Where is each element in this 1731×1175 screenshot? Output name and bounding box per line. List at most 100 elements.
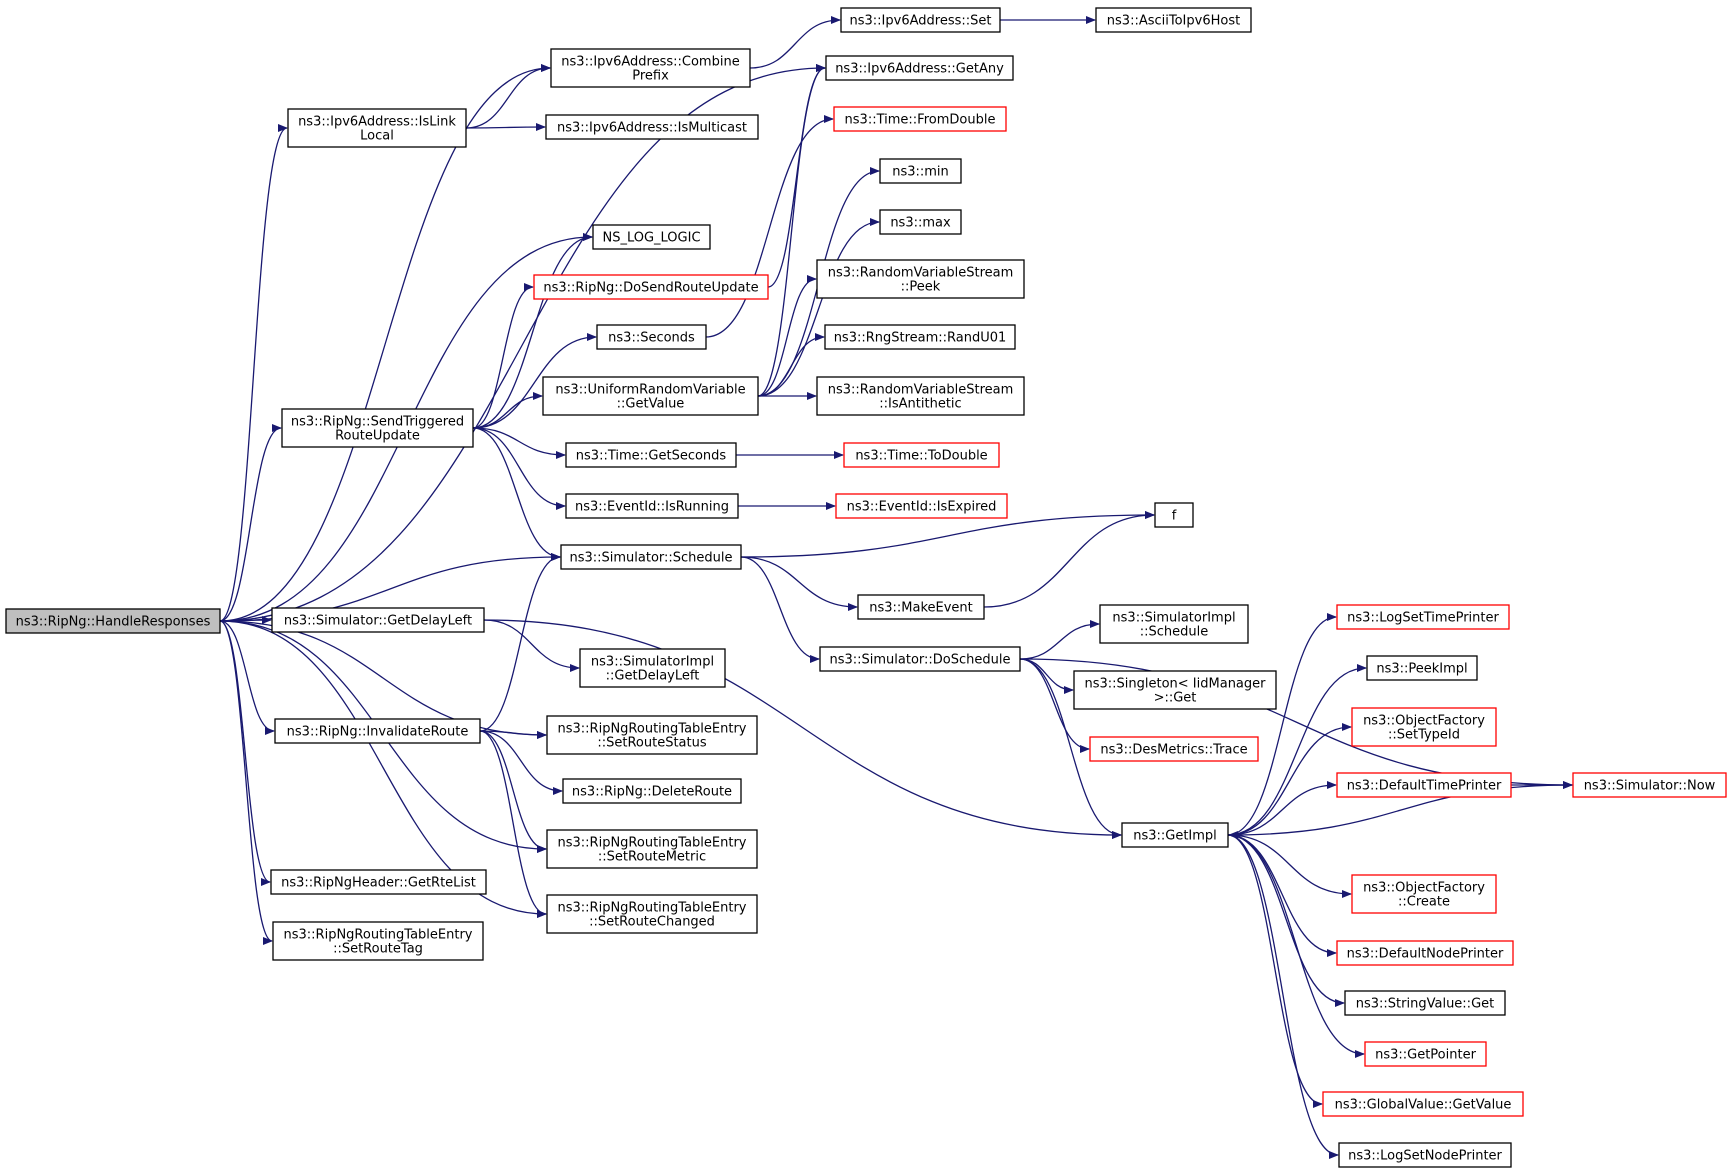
node-deftime[interactable]: ns3::DefaultTimePrinter — [1336, 772, 1512, 798]
node-box-strget[interactable] — [1344, 990, 1506, 1016]
node-box-getdelay[interactable] — [271, 607, 485, 633]
node-ascii[interactable]: ns3::AsciiToIpv6Host — [1095, 7, 1252, 33]
node-peek[interactable]: ns3::RandomVariableStream::Peek — [816, 259, 1025, 299]
node-globalget[interactable]: ns3::GlobalValue::GetValue — [1322, 1091, 1524, 1117]
node-box-ismulticast[interactable] — [545, 114, 759, 140]
node-box-uniform[interactable] — [542, 376, 759, 416]
node-uniform[interactable]: ns3::UniformRandomVariable::GetValue — [542, 376, 759, 416]
node-desmetrics[interactable]: ns3::DesMetrics::Trace — [1089, 736, 1259, 762]
node-box-simimpldelay[interactable] — [579, 648, 726, 688]
node-box-ipv6set[interactable] — [840, 7, 1001, 33]
node-todouble[interactable]: ns3::Time::ToDouble — [843, 442, 1000, 468]
node-box-setchanged[interactable] — [546, 894, 758, 934]
node-box-sendtrig[interactable] — [281, 408, 474, 448]
node-box-todouble[interactable] — [843, 442, 1000, 468]
node-box-settag[interactable] — [272, 921, 484, 961]
node-box-logsettime[interactable] — [1336, 604, 1510, 630]
node-box-islink[interactable] — [287, 108, 467, 148]
node-getdelay[interactable]: ns3::Simulator::GetDelayLeft — [271, 607, 485, 633]
node-box-fromdouble[interactable] — [833, 106, 1007, 132]
node-box-isanti[interactable] — [816, 376, 1025, 416]
node-logsettime[interactable]: ns3::LogSetTimePrinter — [1336, 604, 1510, 630]
node-box-seconds[interactable] — [596, 324, 707, 350]
node-logsetnode[interactable]: ns3::LogSetNodePrinter — [1338, 1142, 1512, 1168]
node-setmetric[interactable]: ns3::RipNgRoutingTableEntry::SetRouteMet… — [546, 829, 758, 869]
node-box-peekimpl[interactable] — [1366, 655, 1478, 681]
node-getany[interactable]: ns3::Ipv6Address::GetAny — [825, 55, 1014, 81]
node-makeevent[interactable]: ns3::MakeEvent — [857, 594, 985, 620]
node-max[interactable]: ns3::max — [879, 209, 962, 235]
node-seconds[interactable]: ns3::Seconds — [596, 324, 707, 350]
node-min[interactable]: ns3::min — [879, 158, 962, 184]
node-defnode[interactable]: ns3::DefaultNodePrinter — [1336, 940, 1514, 966]
node-box-nslog[interactable] — [592, 224, 711, 250]
node-settag[interactable]: ns3::RipNgRoutingTableEntry::SetRouteTag — [272, 921, 484, 961]
node-strget[interactable]: ns3::StringValue::Get — [1344, 990, 1506, 1016]
node-ipv6set[interactable]: ns3::Ipv6Address::Set — [840, 7, 1001, 33]
node-getseconds[interactable]: ns3::Time::GetSeconds — [565, 442, 737, 468]
node-box-setstatus[interactable] — [546, 715, 758, 755]
node-box-simimplsched[interactable] — [1099, 604, 1249, 644]
node-box-logsetnode[interactable] — [1338, 1142, 1512, 1168]
node-doschedule[interactable]: ns3::Simulator::DoSchedule — [819, 646, 1021, 672]
node-peekimpl[interactable]: ns3::PeekImpl — [1366, 655, 1478, 681]
node-box-peek[interactable] — [816, 259, 1025, 299]
node-box-setmetric[interactable] — [546, 829, 758, 869]
node-isexpired[interactable]: ns3::EventId::IsExpired — [835, 493, 1008, 519]
node-getimpl[interactable]: ns3::GetImpl — [1121, 822, 1229, 848]
node-singleton[interactable]: ns3::Singleton< IidManager>::Get — [1073, 670, 1277, 710]
node-box-f[interactable] — [1154, 502, 1194, 528]
node-box-isrunning[interactable] — [565, 493, 739, 519]
node-box-randu01[interactable] — [824, 324, 1016, 350]
node-box-min[interactable] — [879, 158, 962, 184]
node-fromdouble[interactable]: ns3::Time::FromDouble — [833, 106, 1007, 132]
node-box-now[interactable] — [1572, 772, 1727, 798]
node-box-combine[interactable] — [550, 48, 751, 88]
node-box-dosend[interactable] — [533, 274, 769, 300]
node-f[interactable]: f — [1154, 502, 1194, 528]
node-randu01[interactable]: ns3::RngStream::RandU01 — [824, 324, 1016, 350]
node-box-getseconds[interactable] — [565, 442, 737, 468]
node-ismulticast[interactable]: ns3::Ipv6Address::IsMulticast — [545, 114, 759, 140]
node-isrunning[interactable]: ns3::EventId::IsRunning — [565, 493, 739, 519]
node-schedule[interactable]: ns3::Simulator::Schedule — [560, 544, 742, 570]
node-box-schedule[interactable] — [560, 544, 742, 570]
node-box-getrte[interactable] — [270, 869, 487, 895]
node-box-isexpired[interactable] — [835, 493, 1008, 519]
node-box-defnode[interactable] — [1336, 940, 1514, 966]
node-now[interactable]: ns3::Simulator::Now — [1572, 772, 1727, 798]
node-simimpldelay[interactable]: ns3::SimulatorImpl::GetDelayLeft — [579, 648, 726, 688]
node-isanti[interactable]: ns3::RandomVariableStream::IsAntithetic — [816, 376, 1025, 416]
node-box-desmetrics[interactable] — [1089, 736, 1259, 762]
node-box-getpointer[interactable] — [1364, 1041, 1487, 1067]
node-getrte[interactable]: ns3::RipNgHeader::GetRteList — [270, 869, 487, 895]
node-box-ascii[interactable] — [1095, 7, 1252, 33]
node-getpointer[interactable]: ns3::GetPointer — [1364, 1041, 1487, 1067]
node-setchanged[interactable]: ns3::RipNgRoutingTableEntry::SetRouteCha… — [546, 894, 758, 934]
node-invalidate[interactable]: ns3::RipNg::InvalidateRoute — [274, 718, 481, 744]
node-box-settypeid[interactable] — [1351, 707, 1497, 747]
node-box-globalget[interactable] — [1322, 1091, 1524, 1117]
node-box-invalidate[interactable] — [274, 718, 481, 744]
node-box-getany[interactable] — [825, 55, 1014, 81]
node-setstatus[interactable]: ns3::RipNgRoutingTableEntry::SetRouteSta… — [546, 715, 758, 755]
node-ofcreate[interactable]: ns3::ObjectFactory::Create — [1351, 874, 1497, 914]
node-box-doschedule[interactable] — [819, 646, 1021, 672]
node-box-getimpl[interactable] — [1121, 822, 1229, 848]
node-box-singleton[interactable] — [1073, 670, 1277, 710]
node-simimplsched[interactable]: ns3::SimulatorImpl::Schedule — [1099, 604, 1249, 644]
node-nslog[interactable]: NS_LOG_LOGIC — [592, 224, 711, 250]
node-box-makeevent[interactable] — [857, 594, 985, 620]
node-settypeid[interactable]: ns3::ObjectFactory::SetTypeId — [1351, 707, 1497, 747]
node-box-handle[interactable] — [5, 608, 221, 634]
node-box-max[interactable] — [879, 209, 962, 235]
node-box-deleteroute[interactable] — [562, 778, 742, 804]
node-deleteroute[interactable]: ns3::RipNg::DeleteRoute — [562, 778, 742, 804]
node-handle[interactable]: ns3::RipNg::HandleResponses — [5, 608, 221, 634]
node-box-deftime[interactable] — [1336, 772, 1512, 798]
node-box-ofcreate[interactable] — [1351, 874, 1497, 914]
node-dosend[interactable]: ns3::RipNg::DoSendRouteUpdate — [533, 274, 769, 300]
